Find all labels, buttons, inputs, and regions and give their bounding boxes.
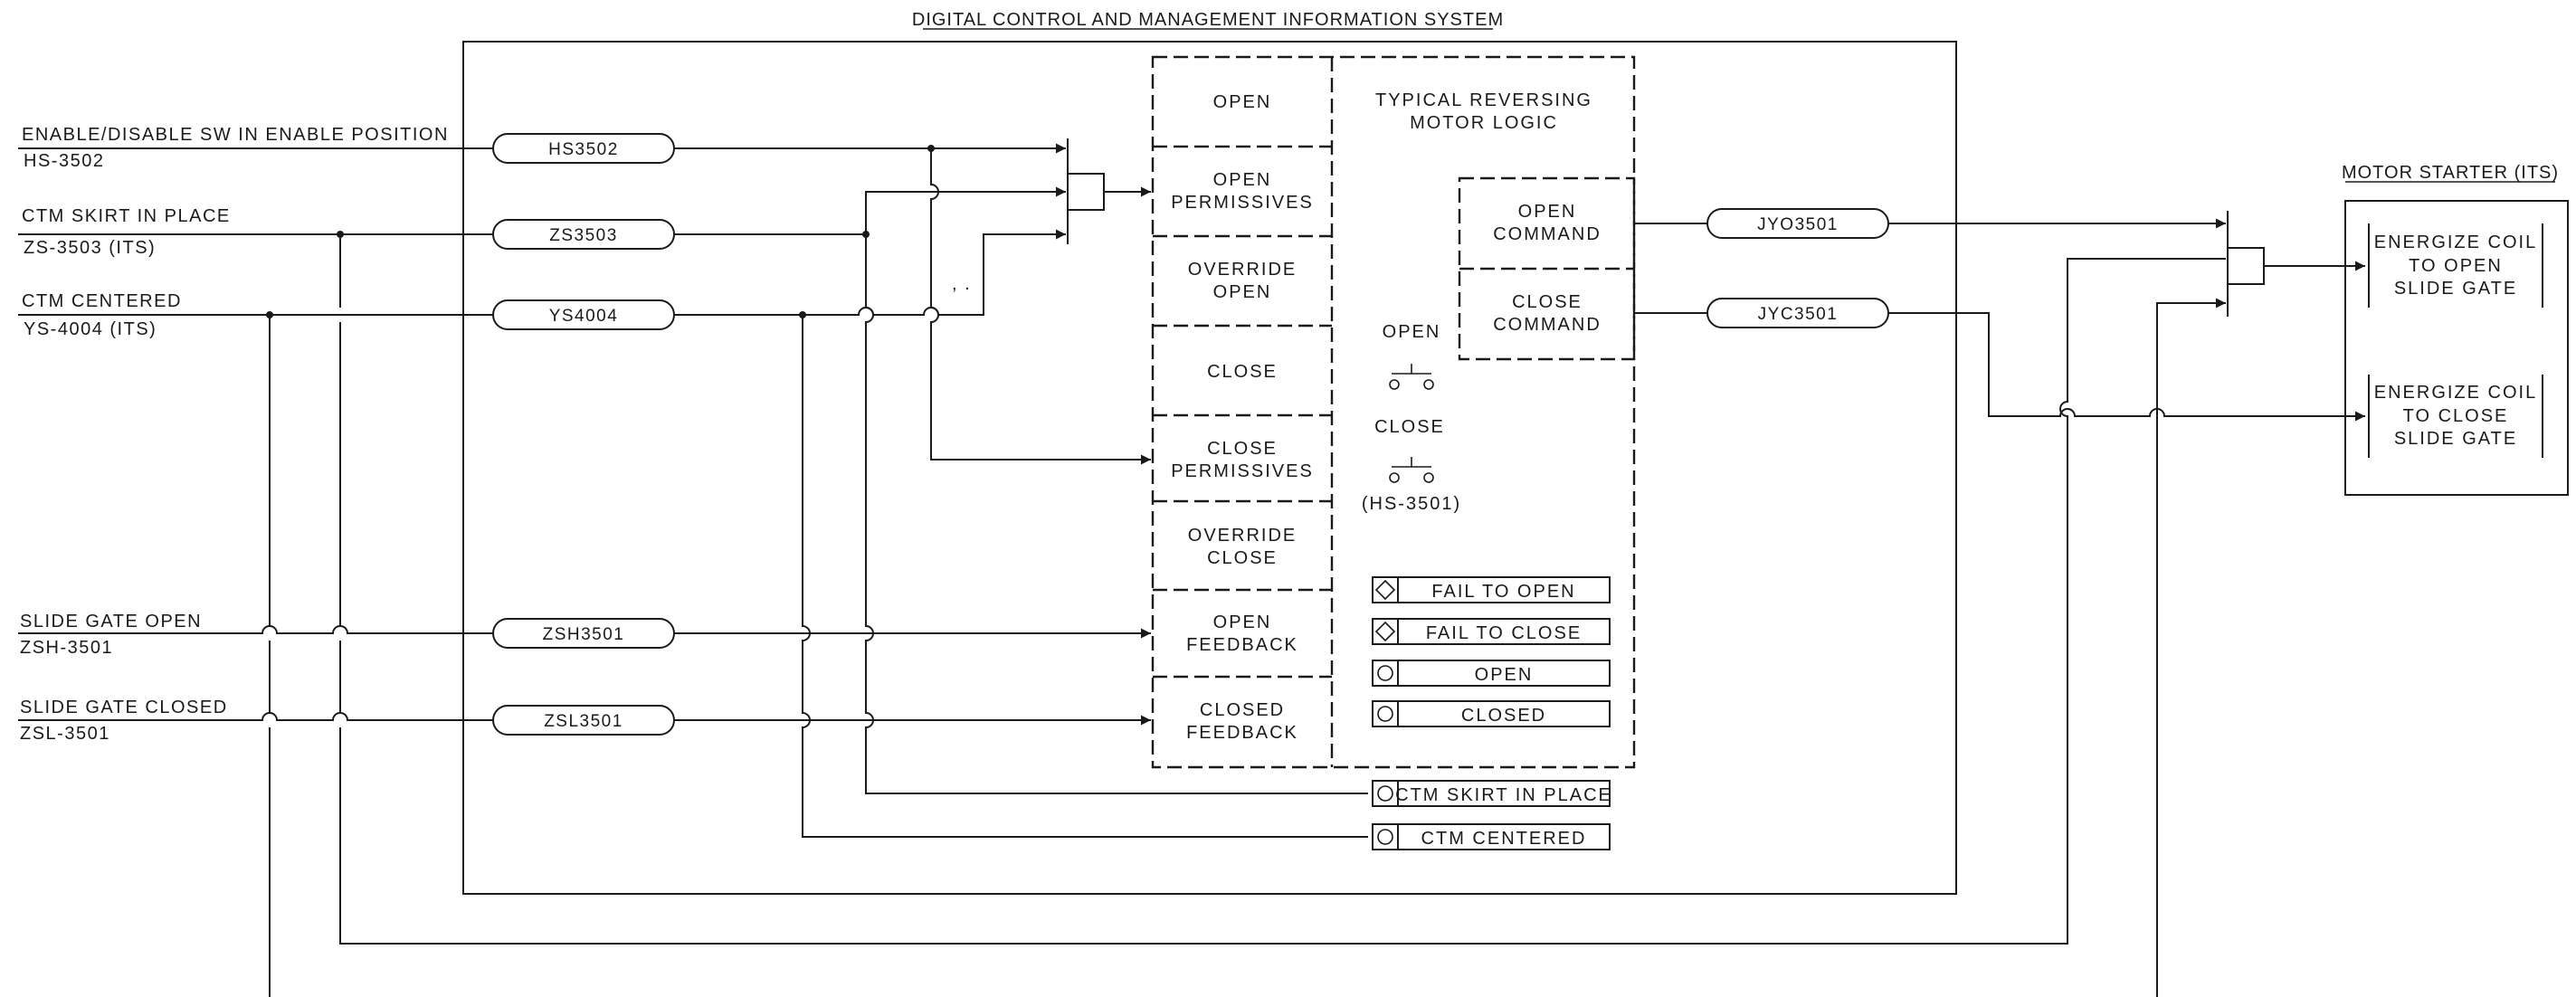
field-input-description: CTM CENTERED — [22, 291, 182, 311]
field-input-description: SLIDE GATE OPEN — [20, 612, 202, 631]
logic-cell-line: PERMISSIVES — [1171, 193, 1314, 213]
input-tag: ZS3503 — [549, 226, 618, 245]
field-input-labels: ENABLE/DISABLE SW IN ENABLE POSITION HS-… — [20, 125, 449, 744]
input-tag-bubbles: HS3502 ZS3503 YS4004 ZSH3501 ZSL3501 — [492, 133, 675, 736]
logic-wiring: , . — [674, 138, 1368, 838]
alarm-diamond-icon — [1374, 621, 1396, 642]
annotation-mark: , . — [952, 274, 971, 294]
alarm-diamond-icon — [1374, 579, 1396, 601]
logic-cell-line: OPEN — [1213, 612, 1272, 632]
indicator-label: OPEN — [1475, 665, 1534, 685]
field-input-description: SLIDE GATE CLOSED — [20, 698, 228, 717]
logic-cell-line: OVERRIDE — [1188, 260, 1297, 280]
alarm-label: FAIL TO CLOSE — [1426, 623, 1582, 643]
field-input-tag: ZSH-3501 — [20, 638, 113, 658]
logic-cell-line: FEEDBACK — [1186, 635, 1298, 655]
logic-cell-line: CLOSE — [1207, 548, 1278, 568]
coil-action-line: TO OPEN — [2409, 256, 2503, 276]
logic-header: MOTOR LOGIC — [1410, 113, 1558, 133]
command-label: COMMAND — [1493, 224, 1602, 244]
coil-action-line: ENERGIZE COIL — [2374, 233, 2537, 252]
indicator-label: CTM SKIRT IN PLACE — [1395, 785, 1612, 805]
coil-action-line: SLIDE GATE — [2394, 429, 2517, 449]
logic-header: TYPICAL REVERSING — [1375, 90, 1592, 110]
input-tag: YS4004 — [549, 307, 619, 326]
hand-switch-close-label: CLOSE — [1374, 417, 1445, 437]
input-tag: ZSH3501 — [543, 625, 625, 644]
hand-switch-tag: (HS-3501) — [1362, 494, 1461, 514]
field-input-tag: HS-3502 — [24, 151, 104, 171]
logic-cell-line: FEEDBACK — [1186, 723, 1298, 743]
command-label: COMMAND — [1493, 315, 1602, 335]
logic-cell-line: CLOSE — [1207, 362, 1278, 382]
coil-action-line: ENERGIZE COIL — [2374, 383, 2537, 403]
hand-switch-open-label: OPEN — [1383, 322, 1441, 342]
logic-cell-line: OPEN — [1213, 92, 1272, 112]
field-input-tag: ZSL-3501 — [20, 724, 110, 744]
motor-starter-panel: ENERGIZE COIL TO OPEN SLIDE GATE ENERGIZ… — [2344, 200, 2569, 496]
logic-cell-line: CLOSE — [1207, 439, 1278, 459]
output-commands: JYO3501 JYC3501 — [1634, 208, 2365, 997]
indicator-lamp-icon — [1377, 785, 1393, 802]
output-tag: JYC3501 — [1758, 305, 1839, 324]
pushbutton-icon — [1389, 457, 1434, 483]
logic-block: OPEN OPEN PERMISSIVES OVERRIDE OPEN CLOS… — [1151, 55, 1636, 769]
field-input-tag: ZS-3503 (ITS) — [24, 238, 156, 258]
indicator-lamp-icon — [1377, 665, 1393, 681]
logic-cell-line: CLOSED — [1200, 700, 1285, 720]
diagram-title: DIGITAL CONTROL AND MANAGEMENT INFORMATI… — [912, 10, 1504, 30]
logic-cell-line: OVERRIDE — [1188, 526, 1297, 546]
field-input-tag: YS-4004 (ITS) — [24, 319, 157, 339]
output-tag: JYO3501 — [1757, 215, 1839, 234]
logic-cell-line: OPEN — [1213, 282, 1272, 302]
logic-cell-line: OPEN — [1213, 170, 1272, 190]
pushbutton-icon — [1389, 364, 1434, 390]
input-signal-lines — [18, 147, 2226, 997]
indicator-label: CTM CENTERED — [1421, 829, 1587, 849]
alarm-label: FAIL TO OPEN — [1431, 582, 1575, 602]
status-indicators: CTM SKIRT IN PLACE CTM CENTERED — [1372, 780, 1612, 850]
field-input-description: ENABLE/DISABLE SW IN ENABLE POSITION — [22, 125, 449, 145]
motor-starter-title: MOTOR STARTER (ITS) — [2342, 163, 2559, 183]
indicator-lamp-icon — [1377, 829, 1393, 845]
indicator-lamp-icon — [1377, 706, 1393, 722]
input-tag: HS3502 — [548, 140, 619, 159]
command-label: CLOSE — [1512, 292, 1583, 312]
field-input-description: CTM SKIRT IN PLACE — [22, 206, 231, 226]
coil-action-line: SLIDE GATE — [2394, 279, 2517, 299]
dcmis-boundary — [462, 41, 1957, 895]
logic-cell-line: PERMISSIVES — [1171, 461, 1314, 481]
coil-action-line: TO CLOSE — [2403, 406, 2509, 426]
command-label: OPEN — [1518, 202, 1577, 222]
input-tag: ZSL3501 — [544, 712, 623, 731]
indicator-label: CLOSED — [1461, 706, 1546, 726]
